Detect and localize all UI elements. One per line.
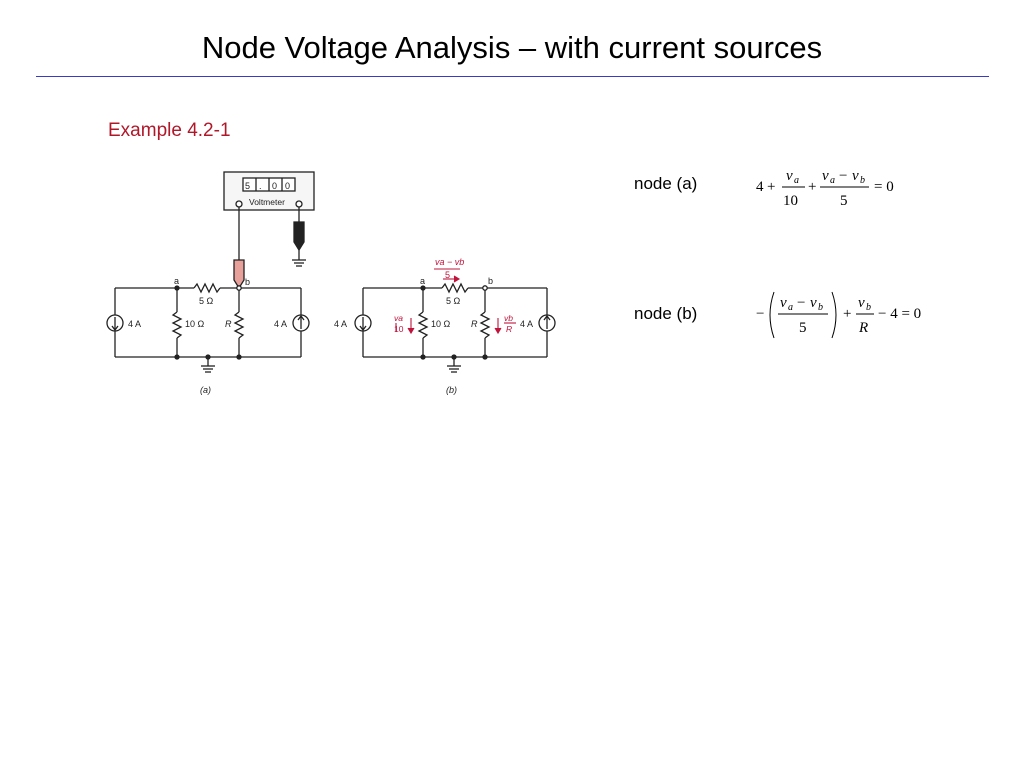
node-b-label: b bbox=[245, 277, 250, 287]
eq-a-plus: + bbox=[767, 179, 775, 195]
i10-numerator: va bbox=[394, 313, 403, 323]
i5-denominator: 5 bbox=[445, 270, 450, 280]
node-a-equation-label: node (a) bbox=[634, 174, 698, 193]
eq-b-tail: − 4 = 0 bbox=[878, 306, 921, 322]
example-label: Example 4.2-1 bbox=[108, 120, 231, 141]
resistor-r-b bbox=[479, 311, 491, 339]
node-b-equation: − v a − v b 5 + v b R − 4 = 0 bbox=[756, 291, 921, 339]
eq-a-f2-minus: − bbox=[839, 168, 847, 184]
ir-numerator: vb bbox=[504, 313, 513, 323]
resistor-10-b bbox=[417, 311, 429, 339]
eq-a-f1-den: 10 bbox=[783, 193, 798, 209]
eq-a-f1-num: v bbox=[786, 168, 793, 184]
eq-a-f2-num-v1: v bbox=[822, 168, 829, 184]
source-left-label: 4 A bbox=[128, 319, 141, 329]
red-probe bbox=[233, 259, 245, 290]
figure-b-labels: va − vb 5 a b 5 Ω 10 Ω va 10 R vb R 4 A … bbox=[334, 257, 533, 395]
eq-b-f1-v1: v bbox=[780, 295, 787, 311]
eq-b-f2-den: R bbox=[858, 320, 868, 336]
eq-a-f2-den: 5 bbox=[840, 193, 848, 209]
resistor-5-a bbox=[193, 282, 221, 294]
r-label: R bbox=[225, 319, 232, 329]
node-b-equation-label: node (b) bbox=[634, 304, 698, 323]
caption-a: (a) bbox=[200, 385, 211, 395]
ir-denominator: R bbox=[506, 324, 512, 334]
r5-label: 5 Ω bbox=[199, 296, 214, 306]
eq-b-f1-sub2: b bbox=[818, 302, 823, 313]
eq-a-f1-num-sub: a bbox=[794, 175, 799, 186]
resistor-10-a bbox=[171, 311, 183, 339]
resistor-5-b bbox=[441, 282, 469, 294]
eq-a-plus-2: + bbox=[808, 179, 816, 195]
eq-b-f1-minus: − bbox=[797, 295, 805, 311]
eq-a-f2-sub2: b bbox=[860, 175, 865, 186]
r10-label: 10 Ω bbox=[185, 319, 205, 329]
meter-digit: 0 bbox=[285, 181, 290, 191]
node-a-equation: 4 + v a 10 + v a − v b 5 = 0 bbox=[756, 168, 894, 209]
source-right-label-b: 4 A bbox=[520, 319, 533, 329]
current-arrows-b bbox=[395, 268, 516, 335]
eq-a-rhs: = 0 bbox=[874, 179, 894, 195]
slide-title: Node Voltage Analysis – with current sou… bbox=[201, 30, 823, 65]
r5-label-b: 5 Ω bbox=[446, 296, 461, 306]
eq-a-lead: 4 bbox=[756, 179, 764, 195]
meter-digit: 5 bbox=[245, 181, 250, 191]
figure-b bbox=[354, 282, 556, 373]
r-label-b: R bbox=[471, 319, 478, 329]
meter-digit: 0 bbox=[272, 181, 277, 191]
voltmeter-label: Voltmeter bbox=[249, 197, 285, 207]
i5-numerator: va − vb bbox=[435, 257, 464, 267]
node-b-label-b: b bbox=[488, 276, 493, 286]
source-left-label-b: 4 A bbox=[334, 319, 347, 329]
eq-b-left-paren bbox=[769, 291, 775, 339]
eq-a-f2-num-v2: v bbox=[852, 168, 859, 184]
caption-b: (b) bbox=[446, 385, 457, 395]
figure-a bbox=[106, 171, 315, 373]
eq-b-lead: − bbox=[756, 306, 764, 322]
eq-b-f2-sub: b bbox=[866, 302, 871, 313]
r10-label-b: 10 Ω bbox=[431, 319, 451, 329]
eq-b-f2-num: v bbox=[858, 295, 865, 311]
source-right-label: 4 A bbox=[274, 319, 287, 329]
resistor-r-a bbox=[233, 311, 245, 339]
eq-a-f2-sub1: a bbox=[830, 175, 835, 186]
node-a-label-b: a bbox=[420, 276, 425, 286]
node-a-label: a bbox=[174, 276, 179, 286]
meter-digit: . bbox=[259, 181, 262, 191]
eq-b-f1-sub1: a bbox=[788, 302, 793, 313]
figure-a-labels: 5 . 0 0 Voltmeter a b 5 Ω 10 Ω R 4 A 4 A… bbox=[128, 181, 290, 395]
eq-b-f1-den: 5 bbox=[799, 320, 807, 336]
title-divider bbox=[36, 76, 989, 77]
i10-denominator: 10 bbox=[394, 324, 404, 334]
circuit-figures: 5 . 0 0 Voltmeter a b 5 Ω 10 Ω R 4 A 4 A… bbox=[106, 171, 556, 395]
eq-b-right-paren bbox=[831, 291, 837, 339]
eq-b-plus: + bbox=[843, 306, 851, 322]
black-probe bbox=[293, 221, 305, 252]
eq-b-f1-v2: v bbox=[810, 295, 817, 311]
